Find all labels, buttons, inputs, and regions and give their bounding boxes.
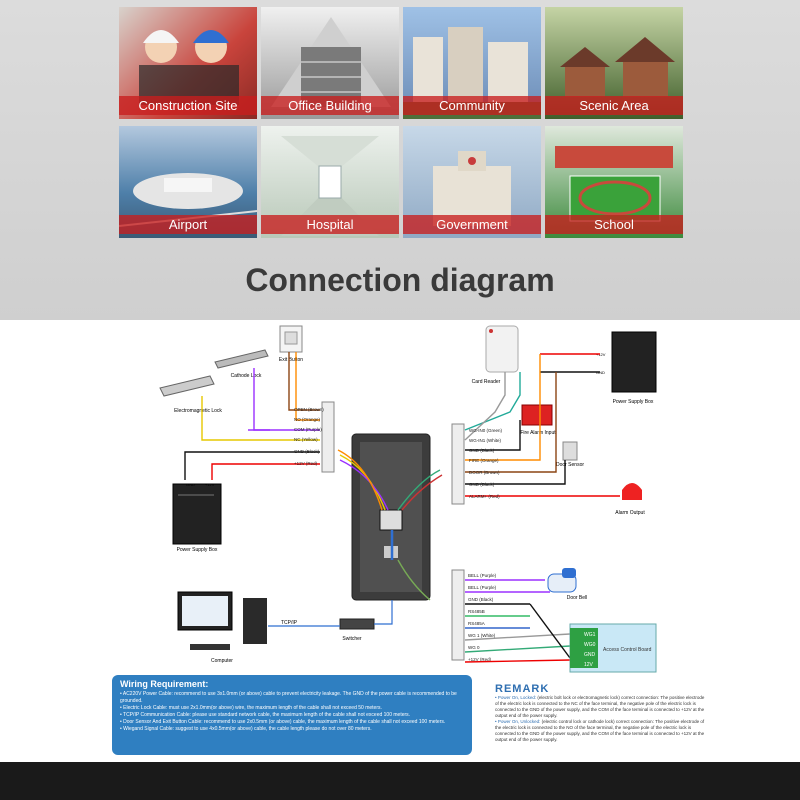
terminal-label: GND (Black) <box>469 482 495 487</box>
remark-item-text: (electric control lock or cathode lock) … <box>495 719 705 742</box>
electromagnetic-lock-label: Electromagnetic Lock <box>174 408 222 414</box>
footer-band <box>0 762 800 800</box>
remark-item: • Power On, Unlocked: (electric control … <box>495 719 705 743</box>
board-pin: GND <box>584 652 596 658</box>
terminal-label: BELL (Purple) <box>468 585 497 590</box>
wiring-requirement-box: Wiring Requirement: • AC220V Power Cable… <box>112 675 472 755</box>
power-supply-right-icon <box>611 331 657 393</box>
card-reader-icon <box>485 325 519 373</box>
terminal-label: WG 1 (White) <box>468 633 496 638</box>
terminal-label: +12V (Red) <box>468 657 492 662</box>
wiring-line: • TCP/IP Communication Cable: please use… <box>120 712 411 718</box>
remark-section: REMARK • Power On, Locked: (electric bol… <box>495 683 705 753</box>
electromagnetic-lock-icon <box>159 375 215 397</box>
tile-label: Hospital <box>261 215 399 234</box>
tile-airport: Airport <box>119 126 257 238</box>
terminal-label: DOOR (Brown) <box>469 470 500 475</box>
tile-government: Government <box>403 126 541 238</box>
computer-icon <box>177 591 267 650</box>
cathode-lock-label: Cathode Lock <box>231 373 262 379</box>
section-title: Connection diagram <box>245 262 555 298</box>
tile-label: Community <box>403 96 541 115</box>
terminal-label: WG-IN1 (White) <box>469 438 502 443</box>
right-top-terminal-block <box>451 423 465 505</box>
card-reader-label: Card Reader <box>472 379 501 385</box>
wiring-line: • Door Sensor And Exit Button Cable: rec… <box>120 719 446 725</box>
right-bottom-terminal-block <box>451 569 465 661</box>
tile-scenic-area: Scenic Area <box>545 7 683 119</box>
remark-item: • Power On, Locked: (electric bolt lock … <box>495 695 705 719</box>
left-terminal-block <box>321 401 335 473</box>
terminal-label: +12V (Red) <box>294 461 318 466</box>
terminal-label: COM (Purple) <box>294 427 322 432</box>
tile-community: Community <box>403 7 541 119</box>
terminal-label: GND (Black) <box>294 449 320 454</box>
remark-item-head: • Power On, Locked: <box>495 695 537 700</box>
v12-right-label: +12V <box>596 352 606 357</box>
alarm-output-label: Alarm Output <box>615 510 645 516</box>
remark-title: REMARK <box>495 683 550 695</box>
terminal-label: WG-IN0 (Green) <box>469 428 503 433</box>
wiring-line: • Electric Lock Cable: must use 2x1.0mm(… <box>120 705 382 711</box>
board-pin: 12V <box>584 662 594 668</box>
power-supply-left-label: Power Supply Box <box>177 547 218 553</box>
terminal-label: ALARM+ (Red) <box>469 494 500 499</box>
tile-label: Office Building <box>261 96 399 115</box>
v12-left-label: +12V <box>205 482 215 487</box>
remark-item-head: • Power On, Unlocked: <box>495 719 541 724</box>
tile-label: Government <box>403 215 541 234</box>
fire-alarm-label: Fire Alarm Input <box>520 430 556 436</box>
remark-item-text: (electric bolt lock or electromagnetic l… <box>495 695 705 718</box>
terminal-label: NC (Yellow) <box>294 437 318 442</box>
tile-school: School <box>545 126 683 238</box>
terminal-label: GND (Black) <box>469 448 495 453</box>
door-sensor-label: Door Sensor <box>556 462 584 468</box>
wiring-title: Wiring Requirement: <box>120 679 209 689</box>
terminal-label: WG 0 <box>468 645 480 650</box>
face-terminal-device <box>351 433 431 601</box>
tcpip-label: TCP/IP <box>281 620 298 626</box>
fire-alarm-icon <box>521 404 553 426</box>
alarm-output-icon <box>622 483 642 500</box>
tile-construction-site: Construction Site <box>119 7 257 119</box>
tile-label: Construction Site <box>119 96 257 115</box>
wiring-line: • AC220V Power Cable: recommend to use 3… <box>120 691 457 704</box>
door-bell-label: Door Bell <box>567 595 588 601</box>
terminal-label: OPEN (Brown) <box>294 407 324 412</box>
terminal-label: FIRE (Orange) <box>469 458 499 463</box>
access-board-label: Access Control Board <box>603 647 652 653</box>
board-pin: WG1 <box>584 632 596 638</box>
tile-label: School <box>545 215 683 234</box>
door-sensor-icon <box>562 441 578 461</box>
terminal-label: NO (Orange) <box>294 417 321 422</box>
gnd-left-label: GND <box>186 482 195 487</box>
board-pin: WG0 <box>584 642 596 648</box>
switcher-icon <box>339 618 375 630</box>
power-supply-right-label: Power Supply Box <box>613 399 654 405</box>
tile-hospital: Hospital <box>261 126 399 238</box>
power-supply-left-icon <box>172 483 222 545</box>
tile-office-building: Office Building <box>261 7 399 119</box>
door-bell-icon <box>547 568 577 593</box>
exit-button-label: Exit Button <box>279 357 303 363</box>
wiring-line: • Wiegand Signal Cable: suggest to use 4… <box>120 726 372 732</box>
terminal-label: RS485B <box>468 609 485 614</box>
computer-label: Computer <box>211 658 233 664</box>
terminal-label: RS485A <box>468 621 485 626</box>
terminal-label: BELL (Purple) <box>468 573 497 578</box>
gnd-right-label: GND <box>596 370 605 375</box>
switcher-label: Switcher <box>342 636 362 642</box>
cathode-lock-icon <box>214 349 269 369</box>
tile-label: Airport <box>119 215 257 234</box>
terminal-label: GND (Black) <box>468 597 494 602</box>
tile-label: Scenic Area <box>545 96 683 115</box>
